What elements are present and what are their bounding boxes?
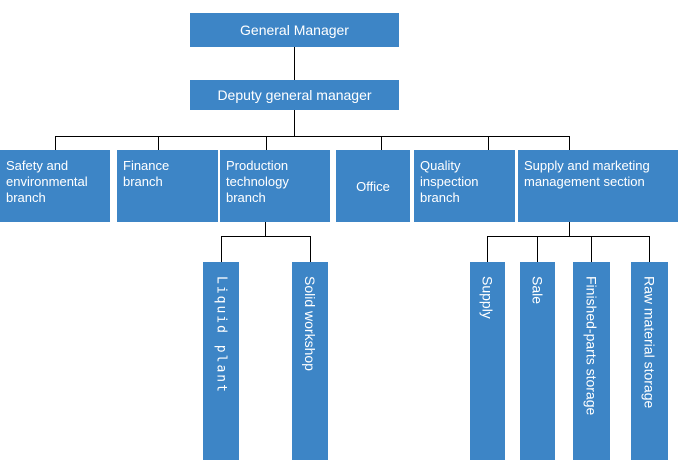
node-supply-and-marketing-management-section-label: Supply and marketing management section [524,158,650,189]
connector-supply-section-bus [487,236,649,237]
node-quality-inspection-branch[interactable]: Quality inspection branch [414,150,515,222]
node-finance-branch-label: Finance branch [123,158,170,189]
node-office-label: Office [356,178,390,194]
node-raw-material-storage-label: Raw material storage [641,276,658,409]
connector-gm-to-deputy [294,47,295,80]
connector-drop-office [381,136,382,150]
node-production-technology-branch[interactable]: Production technology branch [220,150,330,222]
node-deputy-general-manager[interactable]: Deputy general manager [190,80,399,110]
connector-level3-bus [55,136,570,137]
connector-drop-supply [487,236,488,262]
node-general-manager[interactable]: General Manager [190,13,399,47]
connector-drop-finished-parts-storage [591,236,592,262]
node-quality-inspection-branch-label: Quality inspection branch [420,158,479,205]
node-solid-workshop-label: Solid workshop [302,276,318,371]
connector-drop-liquid-plant [221,236,222,262]
connector-drop-sale [537,236,538,262]
node-deputy-general-manager-label: Deputy general manager [217,87,372,103]
connector-production-stem [265,222,266,236]
connector-drop-safety [55,136,56,150]
node-liquid-plant-label: Liquid plant [213,276,229,394]
connector-drop-quality [488,136,489,150]
node-solid-workshop[interactable]: Solid workshop [292,262,328,460]
node-general-manager-label: General Manager [240,22,349,38]
node-office[interactable]: Office [336,150,410,222]
node-supply-and-marketing-management-section[interactable]: Supply and marketing management section [518,150,678,222]
node-production-technology-branch-label: Production technology branch [226,158,289,205]
connector-drop-finance [158,136,159,150]
node-finished-parts-storage[interactable]: Finished-parts storage [573,262,610,460]
connector-drop-production [266,136,267,150]
connector-supply-section-stem [569,222,570,236]
node-raw-material-storage[interactable]: Raw material storage [631,262,668,460]
connector-drop-solid-workshop [310,236,311,262]
node-safety-and-environmental-branch-label: Safety and environmental branch [6,158,88,205]
node-supply-label: Supply [479,276,496,319]
node-sale[interactable]: Sale [520,262,555,460]
node-finance-branch[interactable]: Finance branch [117,150,218,222]
node-supply[interactable]: Supply [470,262,505,460]
node-finished-parts-storage-label: Finished-parts storage [583,276,600,416]
node-liquid-plant[interactable]: Liquid plant [203,262,239,460]
connector-drop-raw-material-storage [649,236,650,262]
node-sale-label: Sale [529,276,546,305]
connector-production-bus [221,236,311,237]
connector-drop-supply-section [569,136,570,150]
node-safety-and-environmental-branch[interactable]: Safety and environmental branch [0,150,110,222]
connector-deputy-stem [294,110,295,136]
